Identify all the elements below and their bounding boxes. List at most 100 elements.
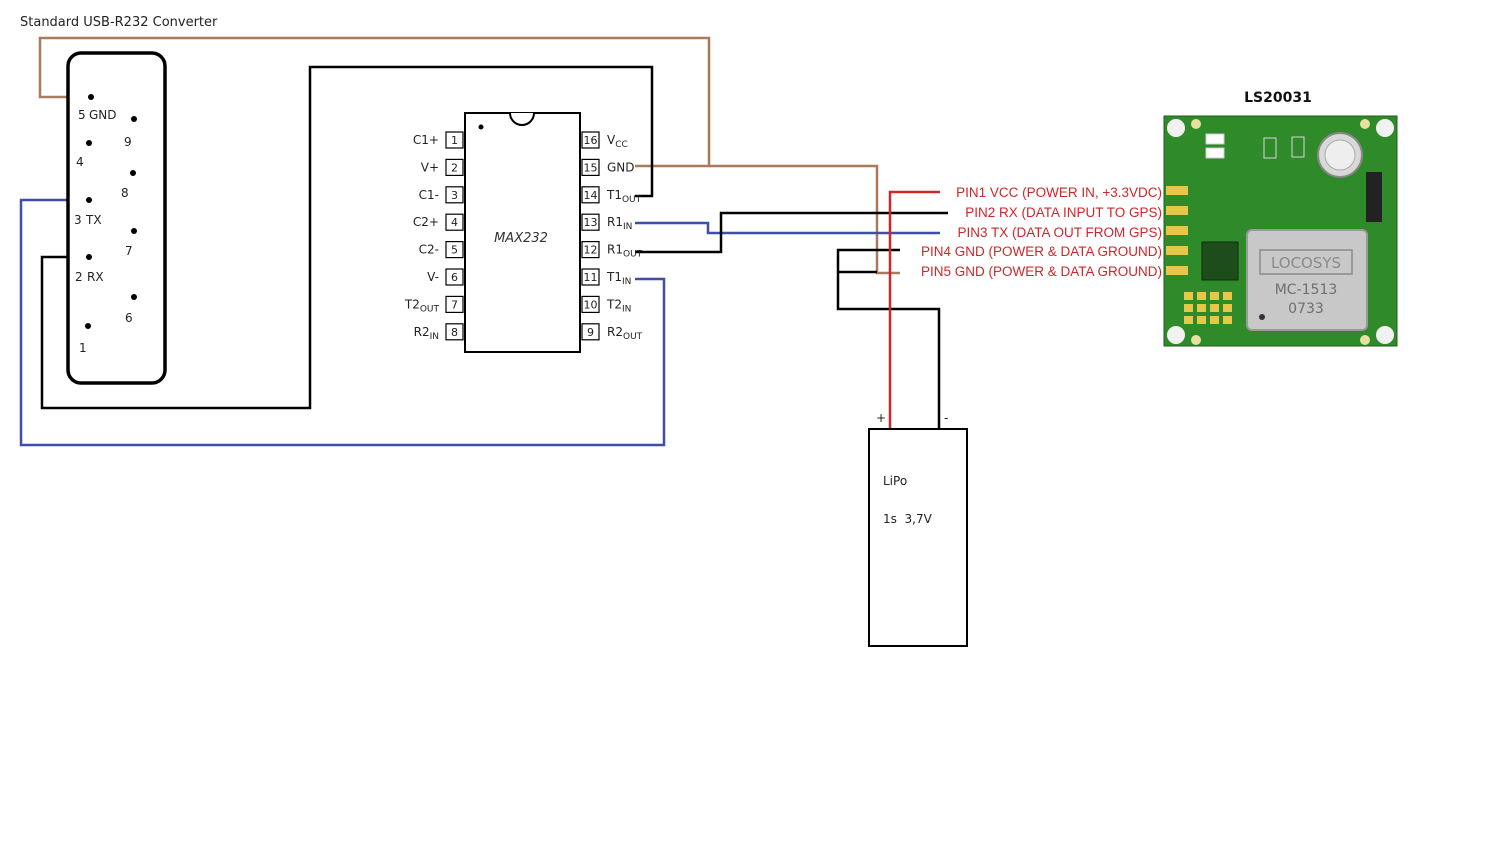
max232-pin-box: [581, 186, 600, 204]
max232-pin-box: [581, 323, 600, 341]
wires: [19, 36, 948, 447]
grid-pad-icon: [1184, 304, 1193, 312]
db9-pin-number: 2: [75, 270, 83, 284]
grid-pad-icon: [1210, 292, 1219, 300]
max232-pin-label: VCC: [607, 133, 628, 150]
gps-brand-box: [1259, 249, 1353, 275]
db9-pin-dot: [131, 294, 137, 300]
max232-pin-box: [445, 268, 464, 286]
max232-pin-box: [581, 241, 600, 259]
battery-spec-label: 1s 3,7V: [883, 512, 933, 526]
max232-pin-box: [581, 158, 600, 176]
gps-model-label: MC-1513: [1275, 282, 1338, 298]
db9-pin-number: 3: [74, 213, 82, 227]
mount-hole-icon: [1167, 119, 1185, 137]
db9-pin-number: 8: [121, 186, 129, 200]
max232-pin-label: V+: [421, 160, 439, 174]
db9-pin-dot: [131, 228, 137, 234]
db9-pin-number: 5: [78, 108, 86, 122]
db9-pin-dot: [86, 197, 92, 203]
max232-pin-label: R1OUT: [607, 243, 643, 260]
component-icon: [1366, 172, 1382, 222]
battery-body: [868, 428, 968, 647]
wire-tx-blue: [19, 198, 666, 447]
db9-pin-dot: [88, 94, 94, 100]
wire-rx-black: [40, 65, 654, 410]
max232-pin-box: [581, 131, 600, 149]
max232-pin-label: C2+: [413, 215, 439, 229]
lipo-battery: + - LiPo 1s 3,7V: [868, 411, 968, 647]
grid-pad-icon: [1184, 316, 1193, 324]
db9-pin-label: GND: [89, 108, 117, 122]
mount-hole-icon: [1376, 119, 1394, 137]
max232-pin-number: 3: [451, 189, 458, 202]
grid-pad-icon: [1184, 292, 1193, 300]
db9-pin-number: 7: [125, 244, 133, 258]
max232-pin-box: [445, 158, 464, 176]
grid-pad-icon: [1210, 304, 1219, 312]
max232-pin-box: [445, 186, 464, 204]
max232-pin-box: [581, 213, 600, 231]
max232-body: [464, 112, 581, 353]
edge-pad-icon: [1166, 186, 1188, 195]
max232-pin-label: T1IN: [606, 270, 631, 287]
max232-pin-label: R2OUT: [607, 325, 643, 342]
max232-pin-number: 7: [451, 298, 458, 311]
mount-hole-icon: [1376, 326, 1394, 344]
gps-pin-label: PIN1 VCC (POWER IN, +3.3VDC): [956, 185, 1162, 200]
max232-pin-number: 1: [451, 134, 458, 147]
wire-gps-rx-black: [635, 211, 948, 254]
grid-pad-icon: [1197, 304, 1206, 312]
max232-pin-number: 8: [451, 326, 458, 339]
max232-pin-box: [445, 323, 464, 341]
max232-pin-number: 5: [451, 244, 458, 257]
max232-pin-label: GND: [607, 160, 635, 174]
max232-pin-number: 13: [584, 216, 598, 229]
gps-module: LS20031 LOCOSYS MC-1513 0733: [1163, 90, 1398, 347]
grid-pad-icon: [1210, 316, 1219, 324]
pad-icon: [1360, 119, 1370, 129]
db9-pin-number: 6: [125, 311, 133, 325]
battery-name-label: LiPo: [883, 474, 907, 488]
edge-pad-icon: [1166, 266, 1188, 275]
max232-pin-box: [445, 213, 464, 231]
max232-pin-box: [445, 241, 464, 259]
grid-pad-icon: [1223, 304, 1232, 312]
wire-gps-tx-blue: [635, 221, 940, 235]
diagram-title: Standard USB-R232 Converter: [20, 15, 218, 30]
backup-battery-inner-icon: [1324, 139, 1356, 171]
battery-minus-label: -: [944, 411, 948, 425]
max232-pin-label: T2OUT: [404, 297, 440, 314]
grid-pad-icon: [1197, 292, 1206, 300]
max232-pin-box: [445, 131, 464, 149]
pad-icon: [1191, 335, 1201, 345]
gps-pin-labels: PIN1 VCC (POWER IN, +3.3VDC)PIN2 RX (DAT…: [921, 185, 1162, 279]
max232-pin-label: T1OUT: [606, 188, 642, 205]
max232-pin-number: 4: [451, 216, 458, 229]
max232-pin-number: 11: [584, 271, 598, 284]
max232-pin-label: C2-: [419, 243, 439, 257]
max232-pin-number: 16: [584, 134, 598, 147]
db9-pin-number: 9: [124, 135, 132, 149]
ic-icon: [1201, 241, 1239, 281]
db9-pin-label: RX: [87, 270, 104, 284]
max232-pin-number: 10: [584, 298, 598, 311]
gps-pin-label: PIN3 TX (DATA OUT FROM GPS): [957, 225, 1162, 240]
max232-notch: [509, 112, 535, 126]
pad-icon: [1360, 335, 1370, 345]
max232-pin-number: 9: [587, 326, 594, 339]
component-icon: [1205, 133, 1225, 145]
max232-pin-label: C1+: [413, 133, 439, 147]
db9-pin-dot: [86, 254, 92, 260]
max232-pin-number: 12: [584, 244, 598, 257]
wire-vcc-red: [888, 190, 940, 428]
wire-gnd-brown-gps: [709, 164, 900, 275]
max232-pin1-dot: [478, 124, 484, 130]
db9-pin-dot: [85, 323, 91, 329]
gps-pin-label: PIN5 GND (POWER & DATA GROUND): [921, 264, 1162, 279]
wire-gnd-black: [836, 248, 941, 428]
max232-pin-label: T2IN: [606, 297, 631, 314]
max232-pin-box: [581, 295, 600, 313]
db9-pin-label: TX: [85, 213, 102, 227]
